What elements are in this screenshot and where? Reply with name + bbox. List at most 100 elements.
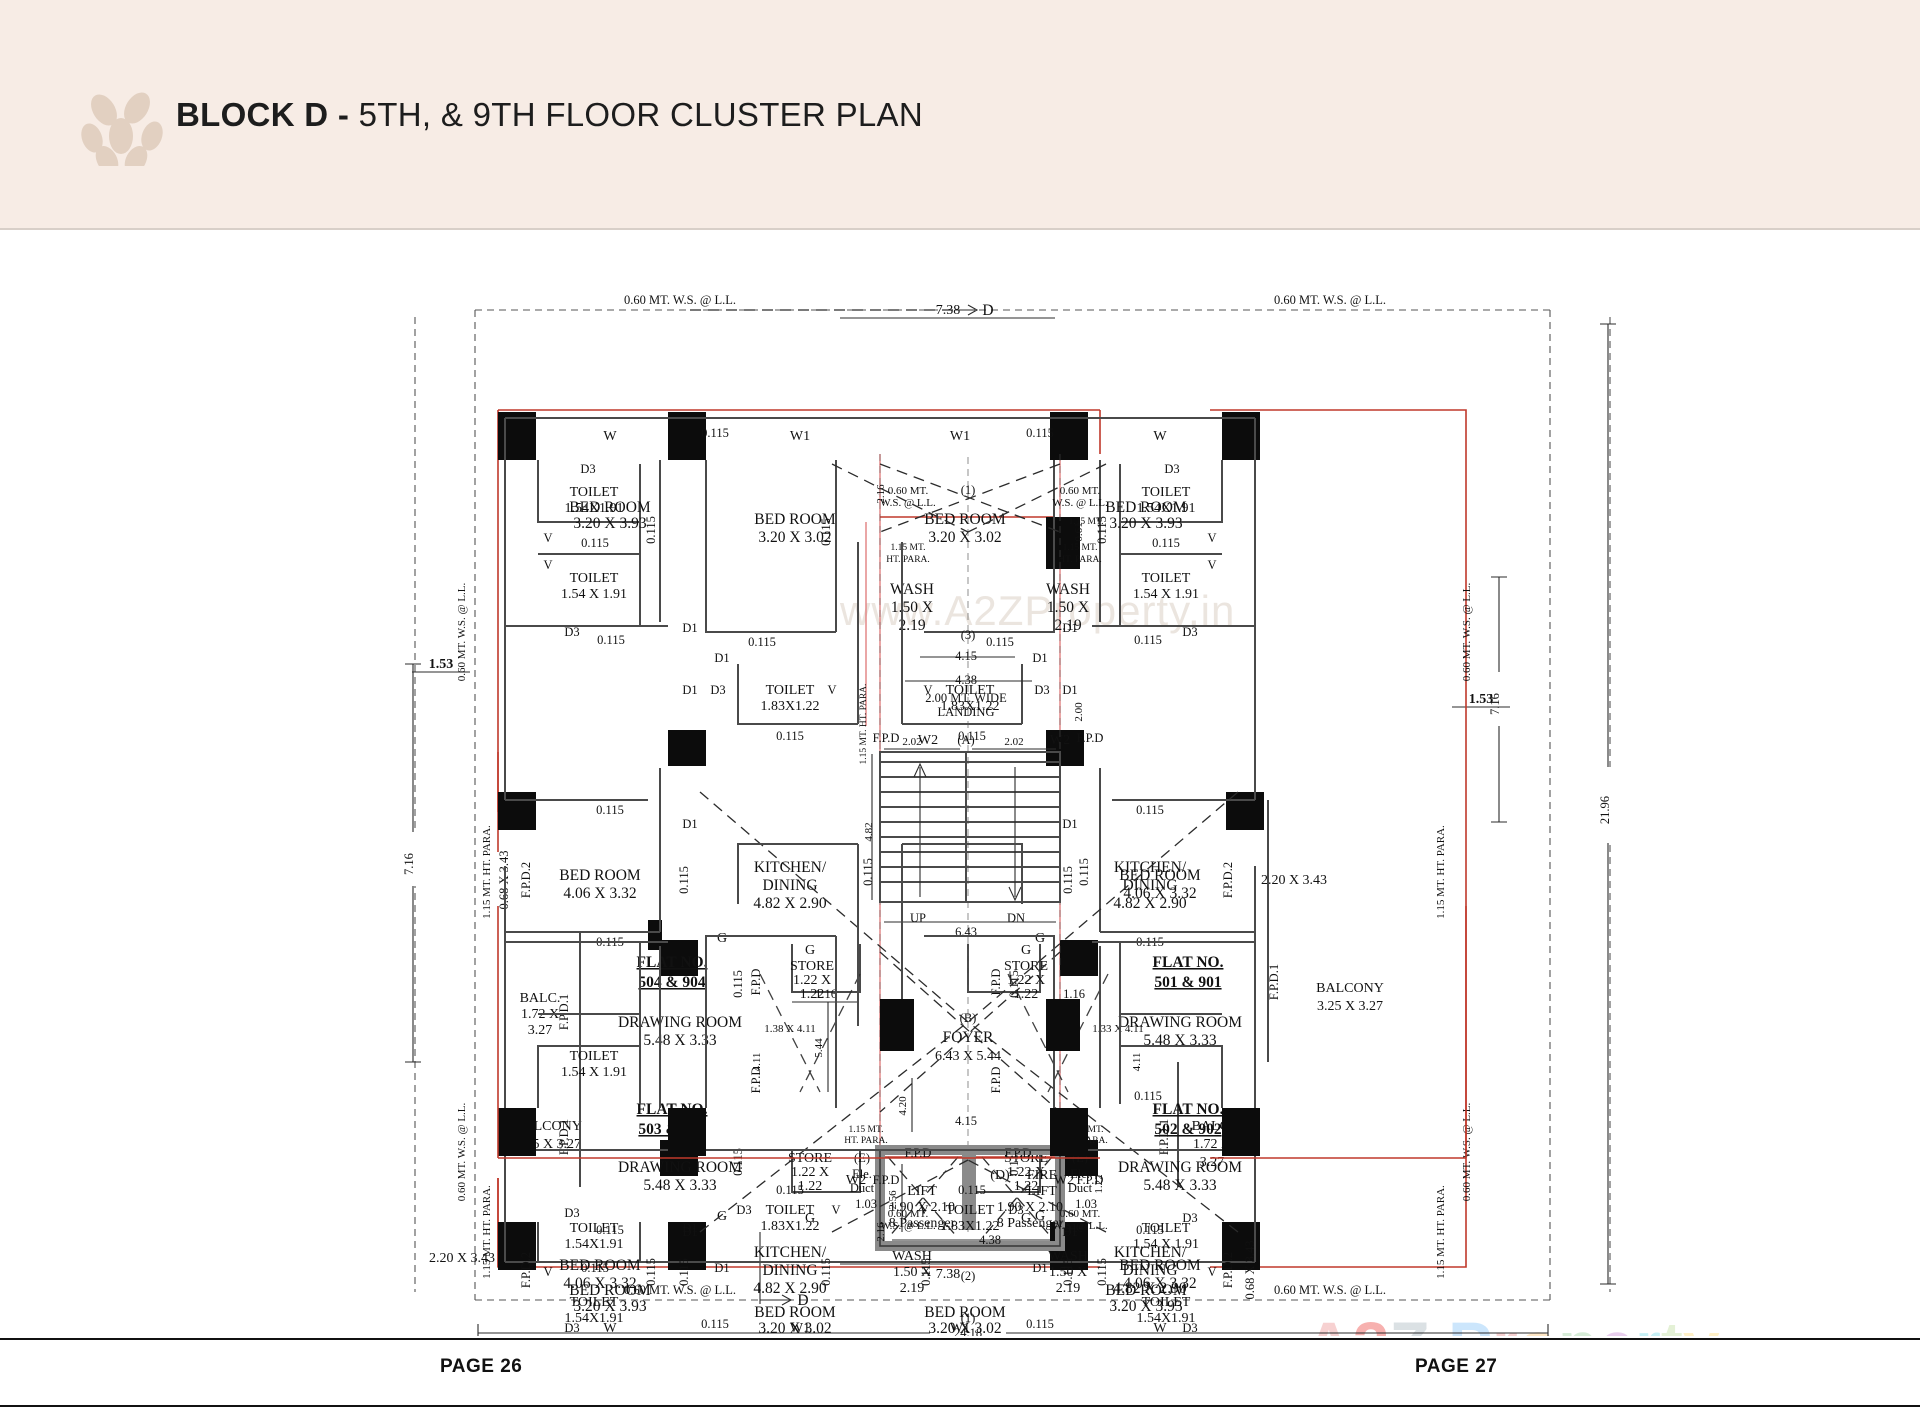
room-label-wash-br: WASH — [1048, 1249, 1088, 1264]
room-label-bed-tl: BED ROOM — [569, 499, 651, 516]
door-mark-d1-9: D1 — [682, 1221, 697, 1235]
wall-thk-15: 0.115 — [1134, 633, 1162, 647]
wall-thk-6: 0.115 — [748, 635, 776, 649]
dim-116-tl: 1.16 — [815, 987, 837, 1001]
room-size-kitchen-tr: 4.82 X 2.90 — [1113, 895, 1186, 912]
wall-thk-28: 0.115 — [1007, 1148, 1021, 1176]
note-ws-right-top: 0.60 MT. W.S. @ L.L. — [1461, 582, 1473, 681]
room-size-wash-tl-1: 1.50 X — [891, 599, 933, 616]
dim-220-343-bl: 2.20 X 3.43 — [429, 1251, 495, 1266]
room-label-toilet-tr1: TOILET — [1142, 485, 1191, 500]
dim-left-153: 1.53 — [429, 657, 454, 672]
fpd-mark-4: F.P.D — [1077, 731, 1104, 745]
para-note-2b: HT. PARA. — [1058, 555, 1102, 565]
flat-label-502: FLAT NO. — [1153, 1101, 1224, 1118]
wall-thk-13: 0.115 — [1152, 536, 1180, 550]
fire-lift-label-2: LIFT — [1027, 1184, 1057, 1199]
note-ws-core-br2: W.S. @ L.L. — [1052, 1220, 1108, 1232]
flat-label-501: FLAT NO. — [1153, 954, 1224, 971]
room-label-wash-tl: WASH — [890, 581, 934, 598]
room-label-drawing-bl: DRAWING ROOM — [618, 1159, 742, 1176]
room-size-kitchen-br: 4.82 X 2.90 — [1113, 1280, 1186, 1297]
wall-thk-21: 0.115 — [1136, 935, 1164, 949]
tag-1-bottom: (1) — [961, 1311, 976, 1325]
fpd2-mark-1: F.P.D.2 — [519, 862, 533, 898]
room-size-balc-tl-2: 3.27 — [528, 1023, 553, 1038]
room-label-balcony-tr: BALCONY — [1316, 981, 1384, 996]
ele-duct-r-w: 1.03 — [1075, 1197, 1097, 1211]
wall-thk-10: 0.115 — [596, 935, 624, 949]
page-header — [0, 0, 1920, 228]
dim-right-153: 1.53 — [1469, 692, 1494, 707]
room-size-store-bl-1: 1.22 X — [791, 1165, 829, 1180]
dim-left-716: 7.16 — [402, 853, 416, 875]
dim-216-top: 2.16 — [875, 484, 887, 504]
wall-thk-27: 0.115 — [1134, 1089, 1162, 1103]
door-mark-d1-5: D1 — [1062, 621, 1077, 635]
landing-note-2: LANDING — [938, 705, 995, 719]
wall-thk-2: 0.115 — [644, 516, 658, 544]
door-mark-d1-2: D1 — [714, 651, 729, 665]
room-label-bed-br3b: BED ROOM — [1119, 1257, 1201, 1274]
room-size-balcony-tr: 3.25 X 3.27 — [1317, 999, 1383, 1014]
glass-mark-7: G — [1035, 1209, 1045, 1224]
dim-415-top: 4.15 — [955, 649, 977, 663]
note-para-br1: 1.15 MT. — [1069, 1125, 1104, 1135]
vent-mark-6: V — [923, 683, 932, 697]
ele-duct-l1: Ele. — [852, 1167, 872, 1181]
room-label-bed-tr2: BED ROOM — [924, 511, 1006, 528]
glass-mark-1: G — [717, 931, 727, 946]
dim-420-core: 4.20 — [897, 1096, 909, 1116]
flat-value-503: 503 & 903 — [638, 1121, 705, 1138]
room-size-toilet-tl1: 1.54X1.91 — [564, 501, 623, 516]
room-size-kitchen-tl: 4.82 X 2.90 — [753, 895, 826, 912]
room-label-kitchen-bl-2: DINING — [762, 1262, 817, 1279]
door-mark-d3-1: D3 — [580, 462, 595, 476]
fpd1-mark-2: F.P.D.1 — [1267, 964, 1281, 1000]
window-mark-w1-2: W1 — [950, 429, 970, 444]
room-label-drawing-tl: DRAWING ROOM — [618, 1014, 742, 1031]
vent-mark-1: V — [543, 531, 552, 545]
dim-411-r: 4.11 — [1131, 1053, 1143, 1072]
room-size-wash-br-2: 2.19 — [1056, 1281, 1081, 1296]
glass-mark-2: G — [805, 943, 815, 958]
dim-200-landing: 2.00 — [1073, 702, 1085, 722]
room-size-bed-tr3: 4.06 X 3.32 — [1123, 885, 1196, 902]
flat-504-904-walls: TOILET 1.54X1.91 V 0.115 D3 TOILET 1.54 … — [497, 417, 1255, 1093]
door-mark-d1-3: D1 — [682, 683, 697, 697]
glass-mark-4: G — [1021, 943, 1031, 958]
wall-thk-9: 0.115 — [596, 803, 624, 817]
room-size-wash-br-1: 1.50 X — [1049, 1265, 1087, 1280]
room-size-balc-br-1: 1.72 X — [1193, 1137, 1231, 1152]
room-size-bed-tr2: 3.20 X 3.02 — [928, 529, 1001, 546]
wall-thk-30: 0.115 — [1061, 1258, 1075, 1286]
para-note-2a: 1.15 MT. — [1063, 543, 1098, 553]
vent-mark-5: V — [1207, 558, 1216, 572]
foyer-label: FOYER — [943, 1029, 994, 1046]
dim-138-411: 1.38 X 4.11 — [764, 1023, 816, 1035]
note-para-mr1: 1.15 MT. — [1069, 517, 1104, 527]
dim-220-343-r: 2.20 X 3.43 — [1261, 873, 1327, 888]
room-label-kitchen-br-2: DINING — [1122, 1262, 1177, 1279]
glass-mark-6: G — [805, 1211, 815, 1226]
note-ws-core-bl1: 0.60 MT. — [888, 1208, 929, 1220]
dim-202-right: 2.02 — [1004, 736, 1023, 748]
dim-061: 0.61 — [1073, 522, 1085, 541]
wall-thk-24: 0.115 — [731, 1148, 745, 1176]
fpd-lift-right: F.P.D — [1005, 1146, 1032, 1160]
foyer-size: 6.43 X 5.44 — [935, 1049, 1001, 1064]
note-ws-core-br1: 0.60 MT. — [1060, 1208, 1101, 1220]
fire-lift-label-1: FIRE — [1027, 1168, 1057, 1183]
glass-mark-5: G — [717, 1209, 727, 1224]
dim-overall-width: 24.18 — [954, 1326, 982, 1336]
floor-plan-drawing: .w {stroke:#4a4a4a;stroke-width:2;fill:n… — [402, 293, 1620, 1336]
fpd2-mark-3: F.P.D.2 — [519, 1252, 533, 1288]
room-size-wash-bl-2: 2.19 — [900, 1281, 925, 1296]
dim-544-left: 5.44 — [813, 1038, 825, 1058]
room-label-kitchen-tr-2: DINING — [1122, 877, 1177, 894]
room-label-kitchen-bl-1: KITCHEN/ — [754, 1244, 827, 1261]
note-para-bl1: 1.15 MT. — [849, 1125, 884, 1135]
room-label-kitchen-tl-1: KITCHEN/ — [754, 859, 827, 876]
wall-thk-1: 0.115 — [581, 536, 609, 550]
tag-1-top: (1) — [961, 483, 976, 497]
